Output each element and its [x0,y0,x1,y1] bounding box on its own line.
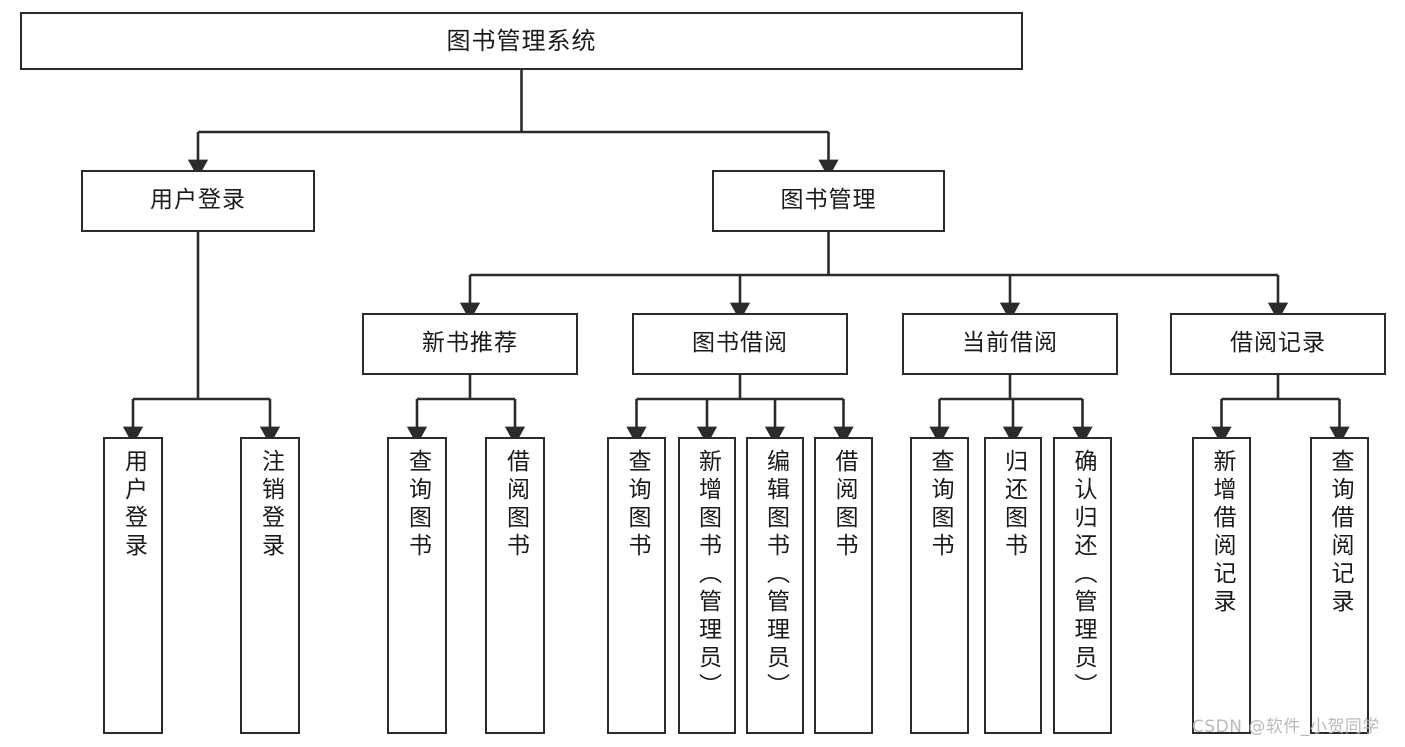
node-leaf-record-add-record[interactable]: 新增借阅记录 [1192,437,1251,734]
node-label: 编辑图书（管理员） [762,449,789,701]
node-current-borrowing[interactable]: 当前借阅 [902,313,1118,375]
node-label: 借阅图书 [502,449,529,561]
node-label: 用户登录 [150,187,246,214]
node-leaf-user-login[interactable]: 用户登录 [103,437,163,734]
node-label: 归还图书 [1000,449,1027,561]
node-leaf-borrow-borrow-book[interactable]: 借阅图书 [814,437,873,734]
node-label: 查询图书 [404,449,431,561]
node-leaf-current-return-book[interactable]: 归还图书 [984,437,1042,734]
node-label: 新增图书（管理员） [694,449,721,701]
node-label: 查询图书 [624,449,650,561]
node-label: 图书管理 [780,187,877,214]
node-leaf-borrow-edit-book-admin[interactable]: 编辑图书（管理员） [746,437,804,734]
node-label: 图书借阅 [692,330,788,357]
node-root[interactable]: 图书管理系统 [20,12,1023,70]
node-label: 借阅图书 [831,449,857,561]
node-borrowing-records[interactable]: 借阅记录 [1170,313,1386,375]
node-label: 确认归还（管理员） [1070,449,1096,701]
node-leaf-borrow-query-book[interactable]: 查询图书 [607,437,666,734]
node-label: 图书管理系统 [446,26,597,55]
node-leaf-borrow-add-book-admin[interactable]: 新增图书（管理员） [678,437,736,734]
node-label: 查询借阅记录 [1327,449,1353,617]
node-leaf-current-confirm-return-admin[interactable]: 确认归还（管理员） [1053,437,1112,734]
node-label: 注销登录 [257,449,284,561]
node-leaf-current-query-book[interactable]: 查询图书 [910,437,969,734]
node-user-login-module[interactable]: 用户登录 [81,170,315,232]
csdn-watermark: CSDN @软件_小贺同学 [1192,717,1380,737]
node-label: 查询图书 [927,449,953,561]
node-label: 当前借阅 [962,330,1058,357]
node-leaf-newbook-borrow-book[interactable]: 借阅图书 [485,437,545,734]
node-leaf-user-logout[interactable]: 注销登录 [240,437,300,734]
node-label: 用户登录 [120,449,147,561]
node-label: 借阅记录 [1230,330,1326,357]
node-label: 新书推荐 [422,330,518,357]
node-new-book-recommendation[interactable]: 新书推荐 [362,313,578,375]
node-book-borrowing[interactable]: 图书借阅 [632,313,848,375]
node-leaf-newbook-query-book[interactable]: 查询图书 [387,437,447,734]
node-book-management-module[interactable]: 图书管理 [712,170,945,232]
node-leaf-record-query-record[interactable]: 查询借阅记录 [1310,437,1369,734]
node-label: 新增借阅记录 [1209,449,1235,617]
